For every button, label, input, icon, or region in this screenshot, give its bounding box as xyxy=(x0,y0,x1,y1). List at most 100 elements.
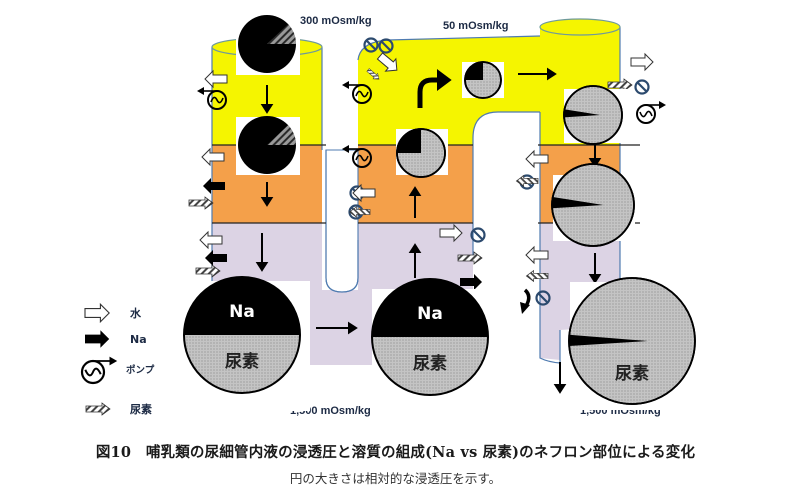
pie-loop-descending-tip: Na 尿素 xyxy=(180,276,310,411)
blocked-icon xyxy=(363,37,379,53)
pie-label-na: Na xyxy=(229,302,255,322)
pie-label-na: Na xyxy=(417,304,443,324)
legend-item-water: 水 xyxy=(84,302,142,324)
water-arrow-icon xyxy=(376,52,398,72)
blocked-icon xyxy=(634,79,650,95)
water-arrow-icon xyxy=(199,230,223,250)
urea-arrow-icon xyxy=(366,68,380,80)
curved-arrow-icon xyxy=(520,288,531,314)
legend-item-sodium: Na xyxy=(85,330,147,348)
pie-slice-urea xyxy=(184,335,300,393)
pie-slice-urea xyxy=(267,125,296,145)
pie-proximal-end xyxy=(236,116,300,175)
sodium-arrow-icon xyxy=(85,330,110,348)
blocked-icon xyxy=(535,290,551,306)
legend-item-pump: ポンプ xyxy=(80,356,155,385)
figure-caption-subtitle: 円の大きさは相対的な浸透圧を示す。 xyxy=(289,471,502,486)
flow-arrow-proximal-1 xyxy=(260,85,274,114)
pie-slice-na xyxy=(184,277,300,335)
flow-arrow-head xyxy=(260,104,274,114)
flow-arrow-distal-bend xyxy=(417,69,452,108)
urea-arrow-icon xyxy=(85,402,111,416)
pie-outline xyxy=(568,277,696,405)
pump-icon xyxy=(80,356,118,385)
pie-outline xyxy=(396,128,446,178)
loop-tip-osmolality-label: 1,500 mOsm/kg xyxy=(290,405,371,417)
pie-label-urea: 尿素 xyxy=(615,364,649,384)
flow-arrow-head xyxy=(588,274,602,284)
flow-arrow-loop-bottom xyxy=(316,321,358,335)
water-arrow-icon xyxy=(352,183,376,203)
flow-arrow-head xyxy=(408,243,422,253)
pie-slice-na xyxy=(551,196,604,209)
transport-markers xyxy=(188,37,666,314)
flow-arrow-ascending-2 xyxy=(408,186,422,218)
sodium-arrow-icon xyxy=(203,178,225,194)
pie-outline xyxy=(183,276,301,394)
pie-slice-na xyxy=(397,129,421,153)
sodium-arrow-icon xyxy=(460,274,482,290)
flow-arrow-head xyxy=(348,321,358,335)
pie-outline xyxy=(371,278,489,396)
pie-outline xyxy=(551,163,635,247)
water-arrow-icon xyxy=(201,147,225,167)
legend-item-urea: 尿素 xyxy=(85,402,152,416)
flow-arrow-head xyxy=(437,69,452,91)
flow-arrow-urine-out xyxy=(553,362,567,394)
pie-collecting-outer-medulla xyxy=(551,163,635,247)
flow-arrow-head xyxy=(588,158,602,168)
urea-arrow-icon xyxy=(525,269,549,283)
urea-arrow-icon xyxy=(349,206,371,218)
collecting-duct-opening xyxy=(539,18,621,36)
sodium-arrow-icon xyxy=(205,250,227,266)
water-arrow-icon xyxy=(84,302,110,324)
pie-label-urea: 尿素 xyxy=(225,352,259,372)
legend-label-sodium: Na xyxy=(130,333,147,346)
flow-arrow-descending xyxy=(255,233,269,272)
pie-distal xyxy=(462,61,504,99)
flow-arrow-head xyxy=(255,262,269,272)
sodium-arrow-icon xyxy=(85,330,110,348)
pie-slice-na xyxy=(372,279,488,337)
flow-arrows xyxy=(255,67,602,394)
flow-arrow-ascending-1 xyxy=(408,243,422,278)
urea-arrow-icon xyxy=(195,264,221,278)
figure-caption-title: 図10 哺乳類の尿細管内液の浸透圧と溶質の組成(Na vs 尿素)のネフロン部位… xyxy=(95,444,696,461)
pump-icon xyxy=(197,87,227,110)
flow-arrow-distal xyxy=(518,67,557,81)
urea-arrow-icon xyxy=(188,196,214,210)
pie-collecting-cortex xyxy=(563,85,628,145)
water-arrow-icon xyxy=(84,302,110,324)
flow-arrow-proximal-2 xyxy=(260,182,274,207)
blocked-icon xyxy=(378,38,394,54)
composition-pies: Na尿素Na尿素尿素 xyxy=(180,15,702,411)
legend-label-urea: 尿素 xyxy=(130,402,152,416)
pie-outline xyxy=(563,85,623,145)
flow-arrow-head xyxy=(547,67,557,81)
pie-loop-ascending-tip: Na 尿素 xyxy=(371,278,492,407)
pie-slice-urea xyxy=(372,337,488,395)
water-arrow-icon xyxy=(525,245,549,265)
pie-collecting-inner-medulla: 尿素 xyxy=(568,277,702,410)
pie-thick-ascending xyxy=(396,128,448,178)
pie-outline xyxy=(464,61,502,99)
tubules xyxy=(211,18,640,365)
urea-arrow-icon xyxy=(85,402,111,416)
blocked-icon xyxy=(470,227,486,243)
flow-arrow-head xyxy=(408,186,422,196)
urea-arrow-icon xyxy=(457,251,483,265)
nephron-diagram: 300 mOsm/kg 50 mOsm/kg 1,500 mOsm/kg 1,5… xyxy=(80,15,702,417)
pump-icon xyxy=(636,101,666,124)
water-arrow-icon xyxy=(525,149,549,169)
urea-arrow-icon xyxy=(515,174,539,188)
flow-arrow-shaft xyxy=(417,77,440,108)
pie-label-urea: 尿素 xyxy=(413,354,447,374)
urea-arrow-icon xyxy=(607,78,633,92)
distal-osmolality-label: 50 mOsm/kg xyxy=(443,20,508,32)
pie-slice-na xyxy=(563,109,601,118)
pie-slice-na xyxy=(465,62,483,80)
pump-icon xyxy=(342,145,372,168)
legend-label-water: 水 xyxy=(130,306,142,320)
water-arrow-icon xyxy=(439,223,463,243)
pie-slice-na xyxy=(568,334,648,347)
